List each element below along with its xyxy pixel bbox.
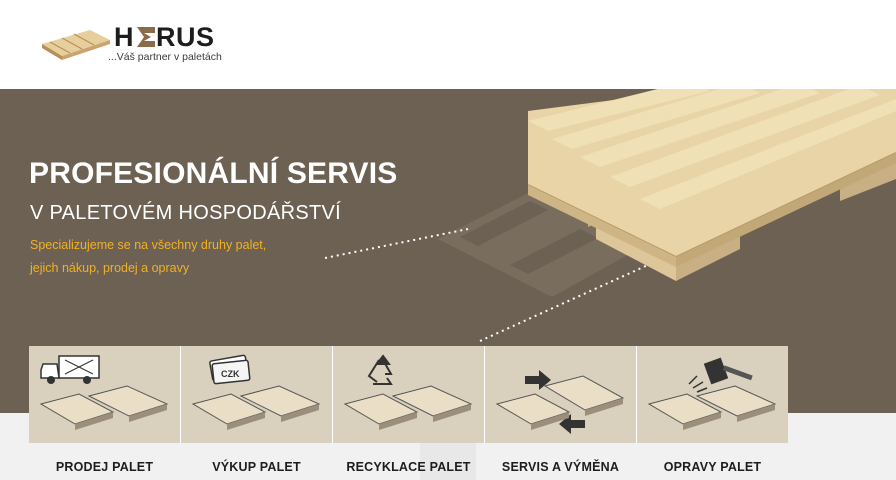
tile-divider — [180, 346, 181, 443]
brand-e-icon — [134, 22, 156, 53]
pallet-logo-icon — [42, 30, 110, 60]
brand-tagline: ...Váš partner v paletách — [108, 51, 222, 63]
service-label: OPRAVY PALET — [663, 460, 762, 474]
hero-pallet-illustration — [324, 89, 896, 342]
hero-description-line: jejich nákup, prodej a opravy — [30, 261, 190, 275]
service-illustration — [343, 354, 473, 430]
service-card: CZK — [181, 346, 332, 443]
pallets-pair — [495, 375, 625, 430]
tile-divider — [484, 346, 485, 443]
herus-logo[interactable]: H RUS ...Váš partner v paletách — [40, 18, 240, 66]
service-vykup-palet[interactable]: CZK VÝKUP PALET — [181, 346, 332, 480]
hammer-icon — [688, 357, 753, 393]
pallets-pair — [191, 385, 321, 430]
brand-letters-rus: RUS — [156, 22, 215, 52]
service-illustration — [39, 355, 169, 430]
service-recyklace-palet[interactable]: RECYKLACE PALET — [333, 346, 484, 480]
hero-subtitle: V PALETOVÉM HOSPODÁŘSTVÍ — [30, 202, 341, 224]
service-label: PRODEJ PALET — [55, 460, 154, 474]
service-illustration — [647, 357, 777, 430]
service-illustration: CZK — [191, 354, 321, 430]
brand-wordmark: H RUS — [114, 22, 215, 53]
tile-divider — [332, 346, 333, 443]
service-card — [29, 346, 180, 443]
service-illustration — [495, 370, 625, 434]
hero-description-line: Specializujeme se na všechny druhy palet… — [30, 238, 267, 252]
truck-icon — [40, 355, 100, 384]
service-label: RECYKLACE PALET — [346, 460, 471, 474]
service-label: VÝKUP PALET — [212, 460, 301, 474]
hero-description: Specializujeme se na všechny druhy palet… — [30, 234, 266, 280]
czk-badge: CZK — [221, 369, 240, 379]
money-czk-icon: CZK — [209, 354, 251, 385]
site-header: H RUS ...Váš partner v paletách — [0, 0, 896, 89]
service-opravy-palet[interactable]: OPRAVY PALET — [637, 346, 788, 480]
service-prodej-palet[interactable]: PRODEJ PALET — [29, 346, 180, 480]
pallets-pair — [39, 385, 169, 430]
service-servis-a-vymena[interactable]: SERVIS A VÝMĚNA — [485, 346, 636, 480]
service-card — [637, 346, 788, 443]
services-list: PRODEJ PALET CZK VÝKUP PALET — [29, 346, 789, 480]
service-label: SERVIS A VÝMĚNA — [501, 460, 620, 474]
service-card — [333, 346, 484, 443]
pallets-pair — [647, 385, 777, 430]
tile-divider — [636, 346, 637, 443]
recycle-icon — [367, 354, 393, 385]
service-card — [485, 346, 636, 443]
hero-title: PROFESIONÁLNÍ SERVIS — [29, 157, 398, 190]
pallets-pair — [343, 385, 473, 430]
brand-letter-h: H — [114, 22, 134, 52]
